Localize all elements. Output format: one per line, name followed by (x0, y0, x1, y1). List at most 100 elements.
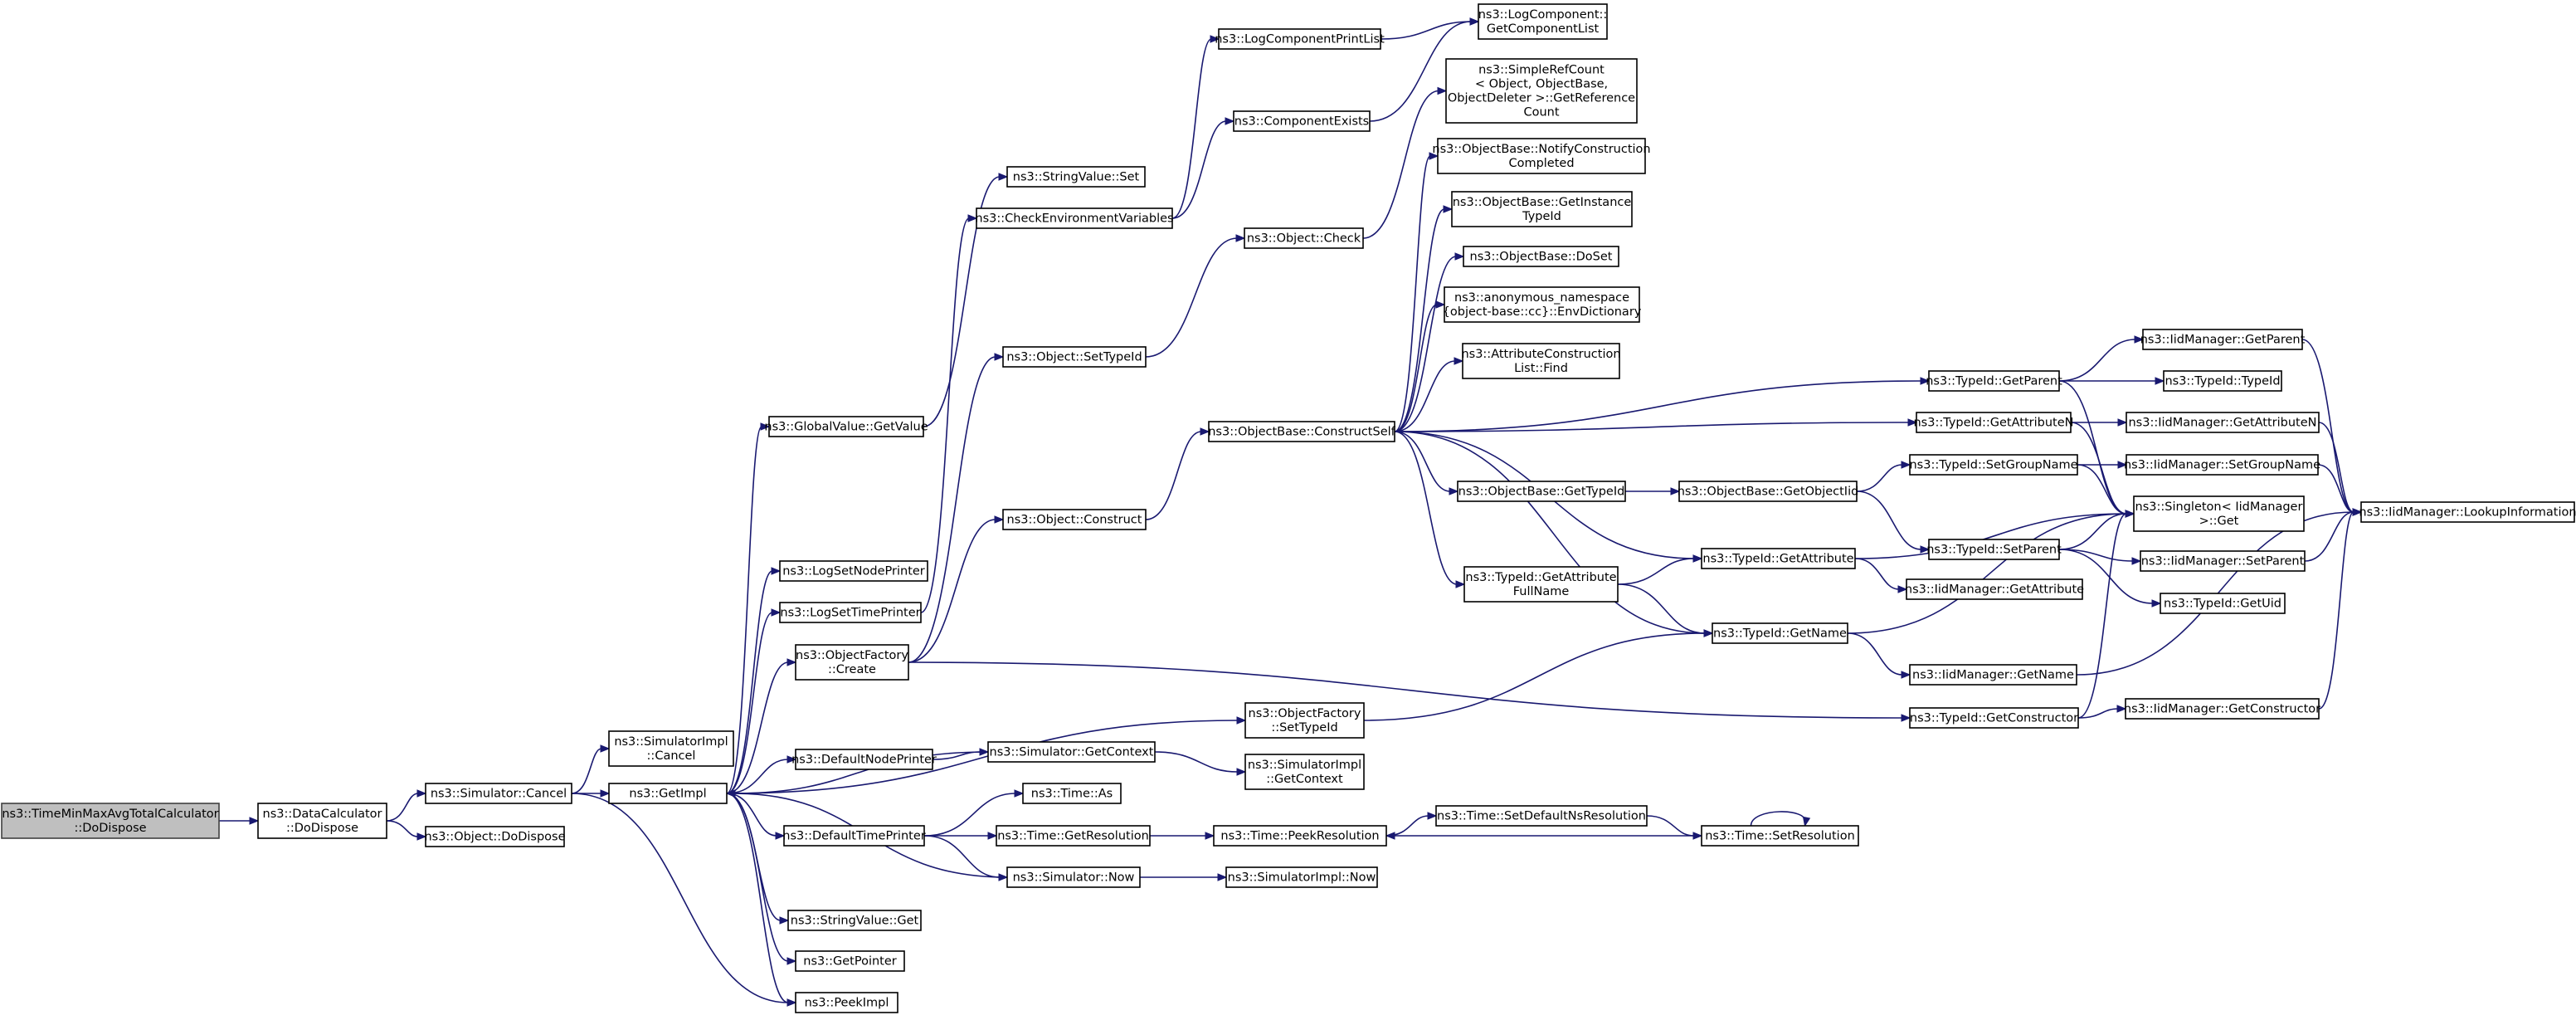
node-logcomp_getlist[interactable]: ns3::LogComponent::GetComponentList (1478, 3, 1608, 40)
node-sim_now[interactable]: ns3::Simulator::Now (1006, 866, 1141, 888)
node-simimpl_getcontext[interactable]: ns3::SimulatorImpl::GetContext (1244, 754, 1365, 790)
node-iid_getattrn[interactable]: ns3::IidManager::GetAttributeN (2126, 412, 2320, 433)
edge-tid_getname-to-iid_getname (1847, 632, 1903, 676)
node-obj_construct[interactable]: ns3::Object::Construct (1002, 509, 1147, 530)
node-tid_setgroupname[interactable]: ns3::TypeId::SetGroupName (1909, 454, 2078, 476)
node-logcompprintlist[interactable]: ns3::LogComponentPrintList (1215, 28, 1385, 50)
node-ob_notify[interactable]: ns3::ObjectBase::NotifyConstructionCompl… (1432, 138, 1651, 174)
node-sv_get[interactable]: ns3::StringValue::Get (787, 910, 922, 931)
node-obj_check[interactable]: ns3::Object::Check (1244, 227, 1364, 249)
edge-of_create-to-tid_getconstructor-arrow (1901, 714, 1911, 722)
node-iid_getattribute[interactable]: ns3::IidManager::GetAttribute (1905, 578, 2084, 600)
node-ob_constructself[interactable]: ns3::ObjectBase::ConstructSelf (1208, 421, 1396, 442)
node-ob_gettypeid[interactable]: ns3::ObjectBase::GetTypeId (1457, 481, 1626, 502)
node-acl_find-box (1462, 343, 1620, 379)
node-peekimpl[interactable]: ns3::PeekImpl (795, 992, 898, 1013)
node-simimpl_cancel[interactable]: ns3::SimulatorImpl::Cancel (608, 730, 734, 767)
node-tid_getuid[interactable]: ns3::TypeId::GetUid (2160, 593, 2286, 614)
node-iid_getparent[interactable]: ns3::IidManager::GetParent (2140, 329, 2306, 350)
node-sim_cancel[interactable]: ns3::Simulator::Cancel (425, 783, 572, 804)
node-tid_setparent[interactable]: ns3::TypeId::SetParent (1926, 539, 2062, 560)
node-time_as-label-0: ns3::Time::As (1031, 788, 1113, 801)
node-of_create-label-0: ns3::ObjectFactory (796, 649, 908, 662)
node-iid_lookup[interactable]: ns3::IidManager::LookupInformation (2359, 501, 2576, 523)
node-time_as[interactable]: ns3::Time::As (1022, 783, 1122, 804)
edge-tid_getparent-to-iid_getparent-arrow (2134, 335, 2145, 344)
node-iid_lookup-box (2360, 501, 2575, 523)
node-deftimeprinter[interactable]: ns3::DefaultTimePrinter (782, 825, 926, 847)
node-tid_getattrn[interactable]: ns3::TypeId::GetAttributeN (1913, 412, 2074, 433)
node-simimpl_now[interactable]: ns3::SimulatorImpl::Now (1225, 866, 1378, 888)
edge-iid_setgroupname-to-iid_lookup (2317, 464, 2354, 513)
node-tid_getattrfull-label-0: ns3::TypeId::GetAttribute (1465, 571, 1616, 584)
node-tid_setparent-box (1928, 539, 2060, 560)
node-getpointer[interactable]: ns3::GetPointer (795, 950, 905, 972)
node-iid_setgroupname[interactable]: ns3::IidManager::SetGroupName (2124, 454, 2320, 476)
node-getimpl[interactable]: ns3::GetImpl (608, 783, 728, 804)
node-envdict[interactable]: ns3::anonymous_namespace{object-base::cc… (1443, 286, 1642, 323)
edge-ob_getobjectiid-to-tid_setgroupname-arrow (1901, 461, 1911, 469)
edge-ob_constructself-to-ob_gettypeid (1394, 431, 1451, 492)
node-time_setres[interactable]: ns3::Time::SetResolution (1701, 825, 1859, 847)
node-checkenv[interactable]: ns3::CheckEnvironmentVariables (975, 207, 1174, 229)
node-of_create-label-1: ::Create (828, 663, 876, 676)
node-ob_getobjectiid[interactable]: ns3::ObjectBase::GetObjectIid (1678, 481, 1859, 502)
node-tid_getattribute[interactable]: ns3::TypeId::GetAttribute (1701, 548, 1856, 569)
node-sv_get-box (787, 910, 922, 931)
node-of_create[interactable]: ns3::ObjectFactory::Create (795, 644, 909, 681)
node-of_settypeid-box (1244, 702, 1365, 739)
node-time_setdefaultns[interactable]: ns3::Time::SetDefaultNsResolution (1435, 805, 1648, 827)
node-time_setres-box (1701, 825, 1859, 847)
edge-sim_cancel-to-peekimpl (571, 793, 789, 1003)
edge-sim_getcontext-to-simimpl_getcontext-arrow (1236, 768, 1247, 776)
node-singleton_get[interactable]: ns3::Singleton< IidManager>::Get (2133, 495, 2305, 532)
node-root[interactable]: ns3::TimeMinMaxAvgTotalCalculator::DoDis… (1, 803, 220, 839)
node-ob_constructself-label-0: ns3::ObjectBase::ConstructSelf (1208, 426, 1395, 439)
node-obj_dodispose[interactable]: ns3::Object::DoDispose (424, 826, 566, 847)
node-compexists[interactable]: ns3::ComponentExists (1233, 110, 1371, 132)
edge-tid_getattrn-to-singleton_get (2070, 422, 2127, 515)
edge-ob_gettypeid-to-ob_getobjectiid-arrow (1670, 487, 1681, 495)
node-tid_typeid[interactable]: ns3::TypeId::TypeId (2163, 370, 2282, 392)
edge-tid_getparent-to-iid_getparent (2058, 339, 2136, 382)
node-ob_notify-label-1: Completed (1508, 157, 1574, 170)
node-tid_getname[interactable]: ns3::TypeId::GetName (1712, 622, 1848, 644)
node-defnodeprinter[interactable]: ns3::DefaultNodePrinter (791, 749, 937, 770)
node-time_getres[interactable]: ns3::Time::GetResolution (996, 825, 1151, 847)
node-gv_getvalue[interactable]: ns3::GlobalValue::GetValue (764, 416, 928, 437)
node-sv_set[interactable]: ns3::StringValue::Set (1006, 166, 1146, 188)
edge-deftimeprinter-to-time_getres-arrow (987, 832, 998, 840)
node-logtimeprinter-box (779, 602, 922, 623)
node-logtimeprinter-label-0: ns3::LogSetTimePrinter (780, 607, 920, 620)
node-tid_getparent[interactable]: ns3::TypeId::GetParent (1926, 370, 2062, 392)
edge-time_setres-to-time_peekres-arrow (1385, 832, 1395, 840)
node-iid_setparent[interactable]: ns3::IidManager::SetParent (2140, 550, 2306, 572)
node-srefcount[interactable]: ns3::SimpleRefCount< Object, ObjectBase,… (1445, 58, 1638, 124)
edge-getimpl-to-of_settypeid-arrow (1236, 716, 1247, 725)
node-envdict-box (1444, 286, 1640, 323)
node-iid_getname[interactable]: ns3::IidManager::GetName (1909, 664, 2077, 686)
node-time_getres-label-0: ns3::Time::GetResolution (997, 830, 1149, 843)
edge-getimpl-to-logtimeprinter (726, 612, 773, 794)
node-iid_getconstructor[interactable]: ns3::IidManager::GetConstructor (2124, 698, 2320, 720)
node-logtimeprinter[interactable]: ns3::LogSetTimePrinter (779, 602, 922, 623)
edge-of_create-to-obj_construct-arrow (994, 515, 1005, 524)
edge-ob_constructself-to-tid_getattrfull (1394, 431, 1458, 585)
node-ob_doset[interactable]: ns3::ObjectBase::DoSet (1463, 246, 1619, 267)
node-lognodeprinter[interactable]: ns3::LogSetNodePrinter (779, 560, 928, 582)
edge-tid_getattrfull-to-tid_getattribute (1617, 558, 1695, 585)
node-tid_getparent-box (1928, 370, 2060, 392)
node-of_settypeid[interactable]: ns3::ObjectFactory::SetTypeId (1244, 702, 1365, 739)
node-checkenv-box (976, 207, 1173, 229)
node-time_setdefaultns-label-0: ns3::Time::SetDefaultNsResolution (1437, 810, 1646, 823)
node-sim_getcontext[interactable]: ns3::Simulator::GetContext (987, 741, 1156, 763)
node-dc_dodispose[interactable]: ns3::DataCalculator::DoDispose (257, 803, 387, 839)
node-tid_getconstructor[interactable]: ns3::TypeId::GetConstructor (1909, 707, 2079, 729)
node-obj_settypeid[interactable]: ns3::Object::SetTypeId (1002, 346, 1147, 368)
node-time_peekres[interactable]: ns3::Time::PeekResolution (1213, 825, 1387, 847)
node-envdict-label-0: ns3::anonymous_namespace (1454, 291, 1629, 305)
